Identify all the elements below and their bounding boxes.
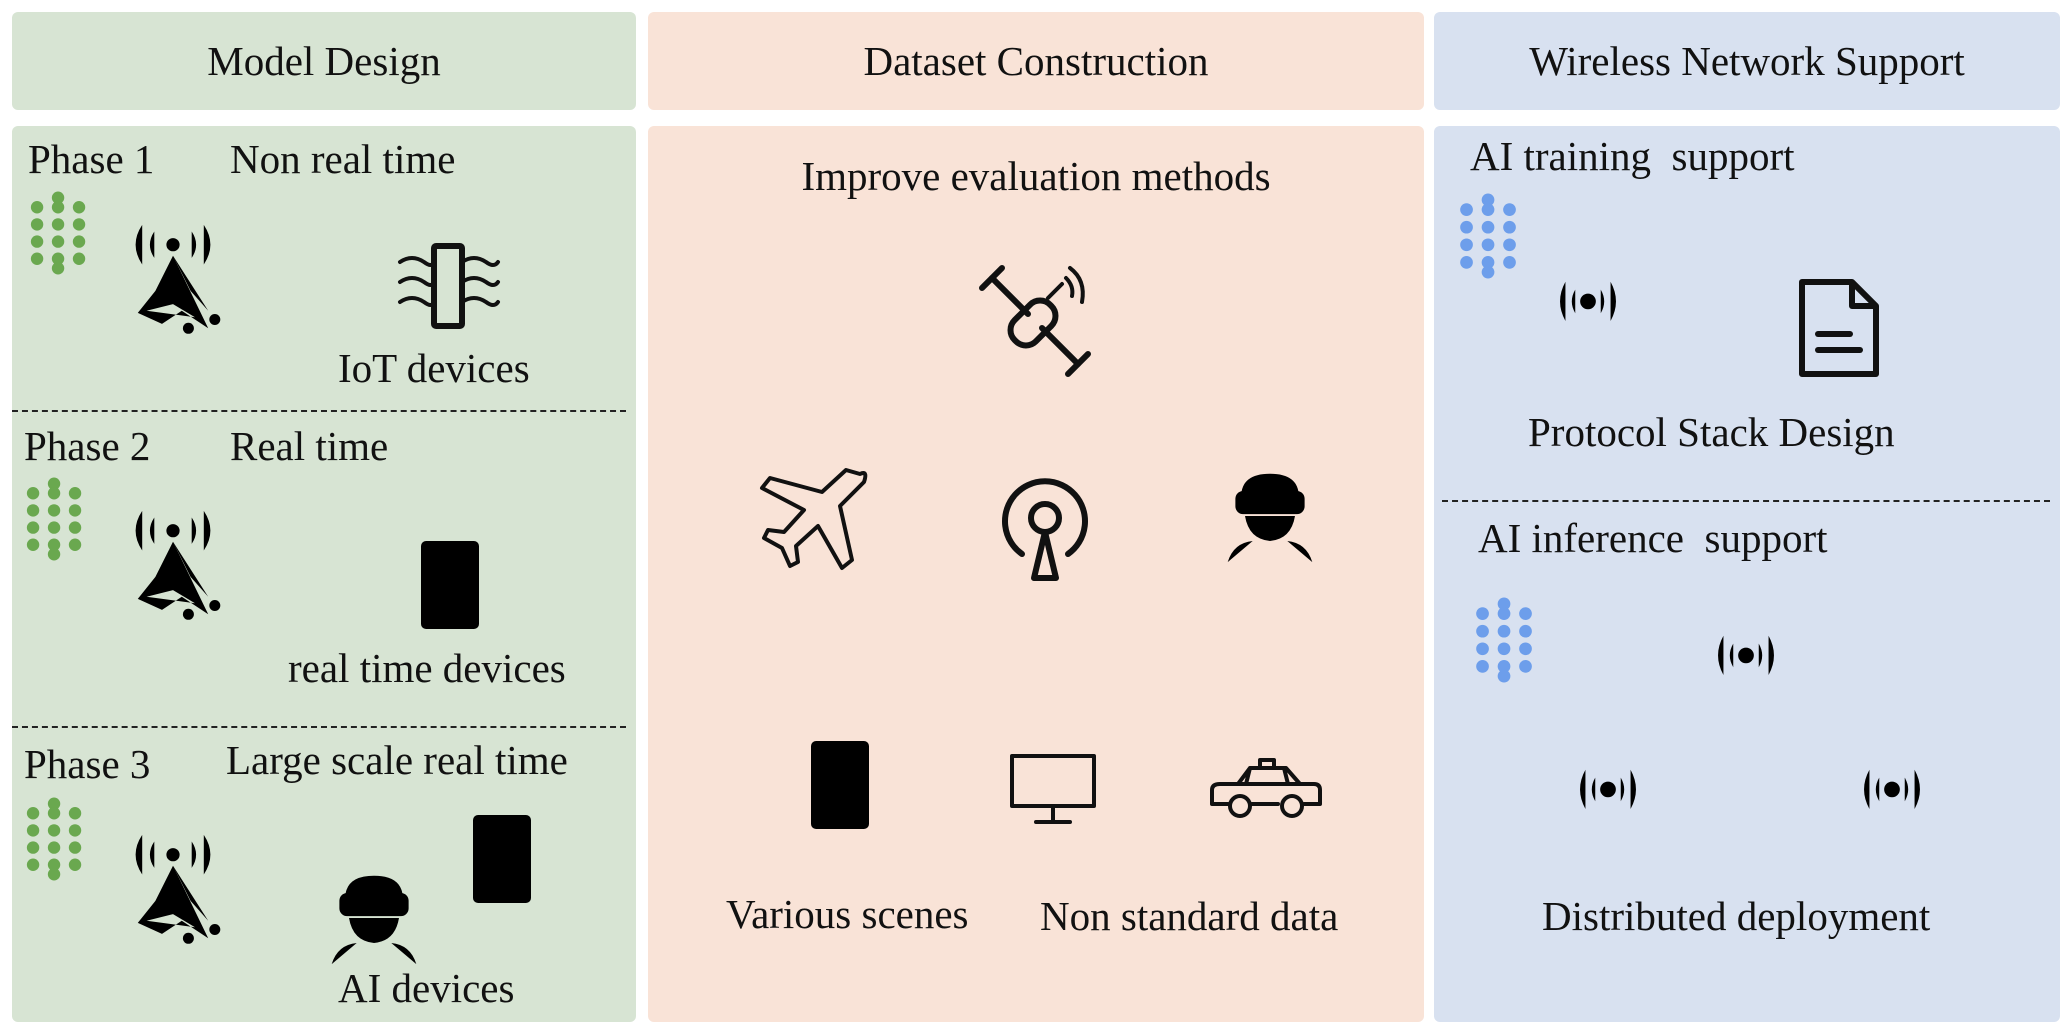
neural-network-icon xyxy=(1476,597,1532,683)
phase-2-mode: Real time xyxy=(230,423,389,469)
phone-icon xyxy=(473,815,531,903)
phone-icon xyxy=(421,541,479,629)
airplane-icon xyxy=(760,468,868,570)
vr-person-icon xyxy=(1227,473,1313,563)
vr-person-icon xyxy=(331,875,417,965)
antenna-tower-icon xyxy=(135,834,221,944)
car-icon xyxy=(1210,758,1322,818)
cell-tower-icon xyxy=(1580,769,1636,855)
satellite-icon xyxy=(979,265,1091,377)
neural-network-icon xyxy=(30,191,86,275)
phone-icon xyxy=(811,741,869,829)
phase-1-mode: Non real time xyxy=(230,136,456,182)
phase-3-label: Phase 3 xyxy=(24,741,151,787)
various-scenes-label: Various scenes xyxy=(726,891,969,937)
monitor-icon xyxy=(1010,754,1096,824)
neural-network-icon xyxy=(1460,193,1516,279)
wireless-support-panel: AI training support Protocol Stack Desig… xyxy=(1434,126,2060,1022)
neural-network-icon xyxy=(26,797,82,881)
non-standard-data-label: Non standard data xyxy=(1040,893,1339,939)
phase-2-label: Phase 2 xyxy=(24,423,151,469)
evaluation-methods-label: Improve evaluation methods xyxy=(801,153,1271,199)
wind-sensor-icon xyxy=(398,243,500,329)
dataset-construction-header-label: Dataset Construction xyxy=(863,38,1209,84)
cell-tower-icon xyxy=(1560,281,1616,367)
phase-2-devices: real time devices xyxy=(288,645,566,691)
model-design-header: Model Design xyxy=(12,12,636,110)
ai-inference-support-title: AI inference support xyxy=(1478,515,1828,561)
document-icon xyxy=(1799,279,1879,377)
phase-1-devices: IoT devices xyxy=(338,345,530,391)
wireless-support-header: Wireless Network Support xyxy=(1434,12,2060,110)
wireless-support-header-label: Wireless Network Support xyxy=(1529,38,1965,84)
antenna-tower-icon xyxy=(135,224,221,334)
model-design-panel: Phase 1 Non real time IoT devices Phase … xyxy=(12,126,636,1022)
dataset-construction-panel: Improve evaluation methods Various scene… xyxy=(648,126,1424,1022)
cell-tower-icon xyxy=(1864,769,1920,855)
distributed-deployment-label: Distributed deployment xyxy=(1542,893,1931,939)
neural-network-icon xyxy=(26,477,82,561)
model-design-header-label: Model Design xyxy=(207,38,441,84)
cell-tower-icon xyxy=(1718,635,1774,721)
protocol-stack-design-label: Protocol Stack Design xyxy=(1528,409,1895,455)
phase-3-devices: AI devices xyxy=(338,965,515,1011)
antenna-tower-icon xyxy=(135,510,221,620)
dataset-construction-header: Dataset Construction xyxy=(648,12,1424,110)
phase-divider xyxy=(12,726,626,728)
phase-divider xyxy=(12,410,626,412)
section-divider xyxy=(1442,500,2050,502)
ai-training-support-title: AI training support xyxy=(1470,133,1795,179)
phase-1-label: Phase 1 xyxy=(28,136,155,182)
signal-tower-icon xyxy=(1002,478,1088,581)
phase-3-mode: Large scale real time xyxy=(226,737,568,783)
